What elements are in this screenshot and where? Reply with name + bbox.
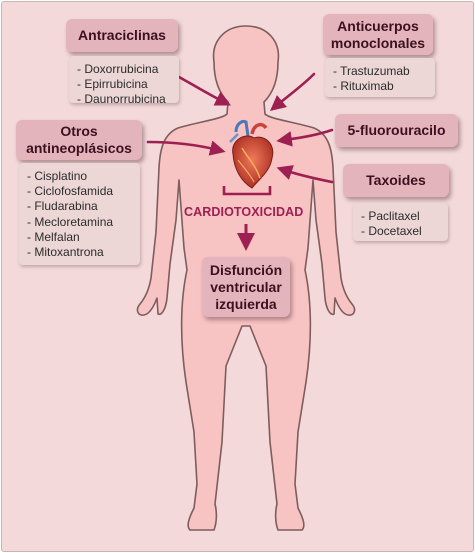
outcome-box: Disfunción ventricular izquierda (202, 257, 290, 317)
outcome-line1: Disfunción (209, 261, 283, 278)
otros-antineoplasicos-header: Otros antineoplásicos (16, 120, 142, 160)
fluorouracilo-header: 5-fluorouracilo (335, 114, 458, 147)
anticuerpos-drug-list: Trastuzumab Rituximab (325, 58, 435, 97)
arrow-anticuerpos (270, 72, 316, 111)
otros-title-line1: Otros (60, 123, 98, 139)
antraciclinas-drug-list: Doxorrubicina Epirrubicina Daunorrubicin… (69, 56, 179, 106)
otros-drug-list: Cisplatino Ciclofosfamida Fludarabina Me… (19, 163, 140, 265)
drug-item: Epirrubicina (77, 77, 171, 92)
anticuerpos-header: Anticuerpos monoclonales (323, 14, 433, 55)
drug-item: Doxorrubicina (77, 62, 171, 77)
drug-item: Daunorrubicina (77, 92, 171, 107)
otros-title-line2: antineoplásicos (26, 140, 132, 156)
drug-item: Melfalan (27, 230, 132, 245)
drug-item: Paclitaxel (361, 209, 440, 224)
drug-item: Docetaxel (361, 224, 440, 239)
arrow-taxoides (276, 165, 334, 184)
anatomical-heart-icon (229, 120, 274, 189)
fluorouracilo-title: 5-fluorouracilo (347, 122, 446, 138)
drug-item: Mecloretamina (27, 215, 132, 230)
outcome-line3: izquierda (215, 295, 277, 312)
drug-item: Rituximab (333, 79, 427, 94)
outcome-line2: ventricular (210, 278, 282, 295)
anticuerpos-title-line2: monoclonales (330, 34, 426, 51)
cardiotoxicidad-label: CARDIOTOXICIDAD (184, 205, 304, 219)
drug-item: Trastuzumab (333, 64, 427, 79)
arrow-fluorouracilo (276, 128, 334, 147)
taxoides-drug-list: Paclitaxel Docetaxel (353, 203, 448, 241)
drug-item: Fludarabina (27, 199, 132, 214)
drug-item: Ciclofosfamida (27, 184, 132, 199)
taxoides-header: Taxoides (343, 164, 449, 197)
drug-item: Cisplatino (27, 169, 132, 184)
anticuerpos-title-line1: Anticuerpos (337, 17, 419, 34)
drug-item: Mitoxantrona (27, 245, 132, 260)
arrow-otros (146, 140, 226, 156)
antraciclinas-header: Antraciclinas (66, 19, 178, 52)
antraciclinas-title: Antraciclinas (78, 27, 166, 43)
taxoides-title: Taxoides (366, 172, 426, 188)
cardiotoxicidad-bracket (222, 186, 272, 196)
